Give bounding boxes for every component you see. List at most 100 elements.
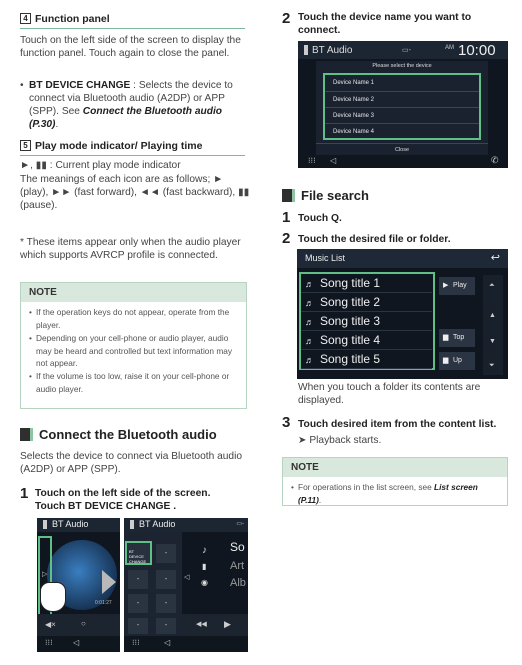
music-note-icon: ♬ — [305, 279, 314, 289]
rewind-icon[interactable]: ◀◀ — [196, 621, 207, 628]
play-icon: ▶ — [443, 282, 449, 289]
screen-header: Music List ↩ — [297, 249, 508, 268]
function-panel-desc: Touch on the left side of the screen to … — [20, 35, 241, 60]
file-search-heading: File search — [282, 188, 369, 205]
song-item[interactable]: ♬Song title 3 — [301, 312, 432, 331]
album-icon: ◉ — [201, 578, 208, 587]
folder-icon: ▆ — [443, 357, 449, 364]
nav-bar: ⁝⁝⁝ ◁ — [124, 636, 248, 652]
screen-title: BT Audio — [52, 519, 89, 529]
scroll-top-icon[interactable]: ⏶ — [489, 282, 495, 289]
panel-button[interactable]: - — [128, 594, 148, 613]
function-panel-title: Function panel — [35, 13, 110, 25]
battery-icon: ▭- — [236, 521, 244, 527]
bt-audio-screen-2: BT Audio ▭- BT DEVICE CHANGE - - - - - -… — [124, 518, 248, 652]
device-item[interactable]: Device Name 4 — [325, 123, 479, 139]
play-icon[interactable]: ▶ — [224, 619, 231, 629]
music-list-screen: Music List ↩ ♬Song title 1 ♬Song title 2… — [297, 249, 508, 379]
connect-bt-heading: Connect the Bluetooth audio — [20, 427, 217, 444]
scroll-controls: ⏶ ▲ ▼ ⏷ — [483, 275, 503, 375]
dialog-title: Please select the device — [372, 63, 432, 69]
panel-button[interactable]: - — [156, 618, 176, 634]
am-label: AM — [445, 45, 454, 51]
screen-title: BT Audio — [312, 45, 353, 56]
up-button[interactable]: ▆Up — [439, 352, 475, 370]
song-item[interactable]: ♬Song title 4 — [301, 331, 432, 350]
note-box-left: NOTE If the operation keys do not appear… — [20, 282, 247, 409]
list-screen-link[interactable]: List screen (P.11) — [298, 482, 478, 505]
avrcp-footnote: * These items appear only when the audio… — [20, 237, 241, 262]
panel-button[interactable]: - — [128, 618, 148, 634]
file-search-title: File search — [301, 188, 369, 203]
panel-button[interactable]: - — [128, 570, 148, 589]
scroll-up-icon[interactable]: ▲ — [489, 312, 496, 319]
playback-result: ➤ Playback starts. — [298, 435, 382, 446]
song-item[interactable]: ♬Song title 2 — [301, 293, 432, 312]
back-icon[interactable]: ◁ — [73, 638, 80, 647]
panel-button[interactable]: - — [156, 544, 176, 563]
step-1-line2: Touch BT DEVICE CHANGE . — [35, 501, 177, 512]
music-note-icon: ♬ — [305, 317, 314, 327]
screen-title: Music List — [305, 253, 346, 263]
panel-button[interactable]: - — [156, 594, 176, 613]
panel-close-arrow-icon[interactable]: ◁ — [184, 574, 190, 581]
return-icon[interactable]: ↩ — [490, 252, 500, 264]
play-button[interactable]: ▶Play — [439, 277, 475, 295]
menu-icon[interactable]: ⁝⁝⁝ — [45, 638, 53, 647]
step-1-line1: Touch on the left side of the screen. — [35, 488, 211, 499]
connect-bt-link[interactable]: Connect the Bluetooth audio (P.30) — [29, 106, 223, 131]
close-button[interactable]: Close — [316, 143, 488, 155]
artist-text: Art — [230, 560, 245, 572]
folder-icon: ▆ — [443, 334, 449, 341]
panel-button[interactable]: - — [156, 570, 176, 589]
bluetooth-icon — [130, 520, 134, 529]
fs-step-1-text: Touch Q. — [298, 213, 342, 224]
device-list: Device Name 1 Device Name 2 Device Name … — [323, 73, 481, 140]
song-item[interactable]: ♬Song title 1 — [301, 274, 432, 293]
music-note-icon: ♬ — [305, 298, 314, 308]
artist-icon: ▮ — [202, 562, 207, 571]
bt-device-change-button[interactable]: BT DEVICE CHANGE — [125, 541, 152, 565]
scroll-down-icon[interactable]: ▼ — [489, 338, 496, 345]
function-panel-heading: 4 Function panel — [20, 13, 245, 29]
connect-bt-desc: Selects the device to connect via Blueto… — [20, 451, 243, 476]
section-marker-icon — [20, 428, 33, 441]
album-text: Alb — [230, 577, 246, 589]
bluetooth-icon — [304, 45, 308, 55]
note-item: If the operation keys do not appear, ope… — [29, 306, 238, 332]
phone-icon[interactable]: ✆ — [491, 155, 499, 165]
play-mode-line1: ►, ▮▮ : Current play mode indicator — [20, 160, 181, 171]
repeat-icon[interactable]: ○ — [81, 619, 86, 628]
device-item[interactable]: Device Name 2 — [325, 91, 479, 107]
section-marker-icon — [282, 189, 295, 202]
screen-header: BT Audio ▭- — [124, 518, 248, 532]
connect-bt-title: Connect the Bluetooth audio — [39, 427, 217, 442]
song-item[interactable]: ♬Song title 5 — [301, 350, 432, 369]
device-select-screen: BT Audio ▭- AM 10:00 Please select the d… — [298, 41, 508, 168]
section-number-5: 5 — [20, 140, 31, 151]
fs-step-3-number: 3 — [282, 414, 291, 431]
music-note-icon: ♪ — [202, 545, 207, 556]
note-item: Depending on your cell-phone or audio pl… — [29, 332, 238, 371]
mute-icon[interactable]: ◀× — [45, 620, 56, 629]
scroll-bottom-icon[interactable]: ⏷ — [489, 362, 495, 369]
menu-icon[interactable]: ⁝⁝⁝ — [308, 156, 316, 165]
note-item: For operations in the list screen, see L… — [291, 481, 499, 507]
fs-step-2-text: Touch the desired file or folder. — [298, 234, 451, 245]
top-button[interactable]: ▆Top — [439, 329, 475, 347]
step-2-text: Touch the device name you want to connec… — [298, 12, 472, 37]
nav-bar: ⁝⁝⁝ ◁ ✆ — [298, 155, 508, 168]
section-number-4: 4 — [20, 13, 31, 24]
nav-bar: ⁝⁝⁝ ◁ — [37, 636, 120, 652]
back-icon[interactable]: ◁ — [164, 638, 171, 647]
music-note-icon: ♬ — [305, 355, 314, 365]
clock: 10:00 — [458, 42, 496, 59]
menu-icon[interactable]: ⁝⁝⁝ — [132, 638, 140, 647]
device-dialog: Please select the device Device Name 1 D… — [316, 61, 488, 155]
function-panel: BT DEVICE CHANGE - - - - - - - — [124, 532, 182, 636]
device-item[interactable]: Device Name 3 — [325, 107, 479, 123]
device-item[interactable]: Device Name 1 — [333, 80, 375, 86]
back-icon[interactable]: ◁ — [330, 156, 337, 165]
hand-pointer-icon — [40, 582, 66, 612]
